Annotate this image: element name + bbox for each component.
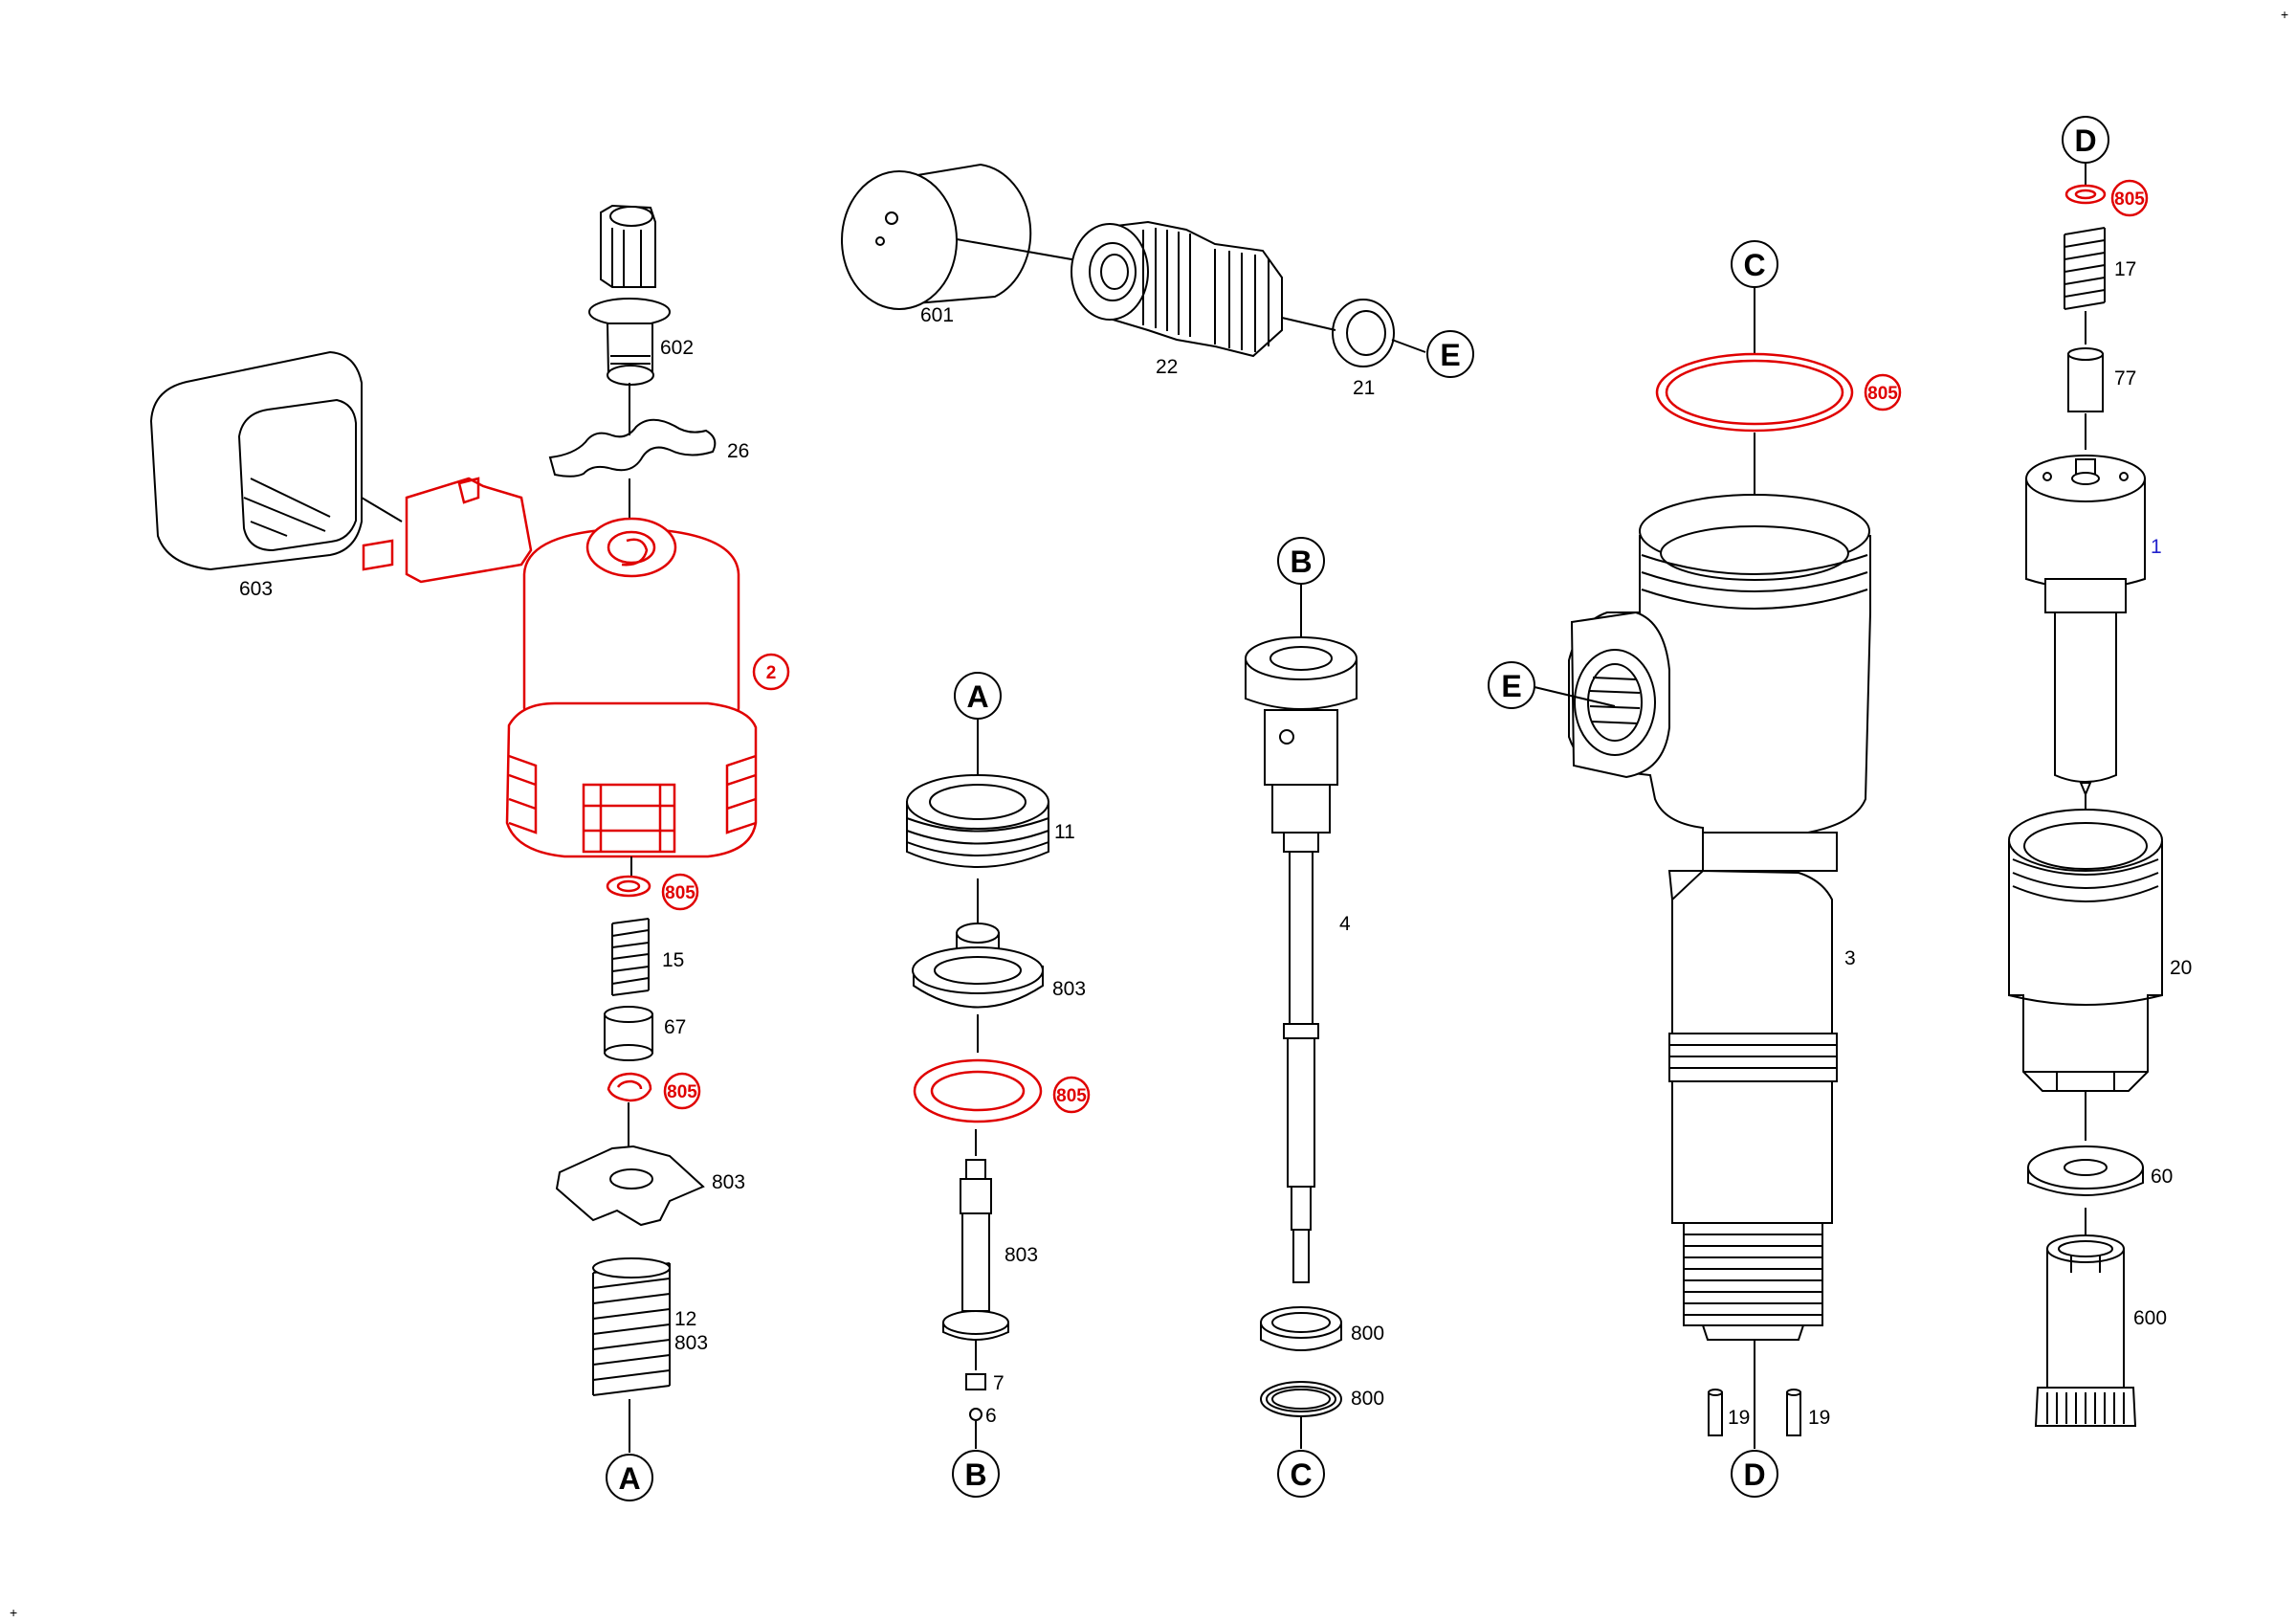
part-6-ball	[969, 1408, 982, 1421]
connector-a-bottom-left	[606, 1454, 653, 1501]
label-21: 21	[1353, 377, 1375, 399]
label-15: 15	[662, 949, 684, 971]
callout-805-middle-label: 805	[1056, 1086, 1087, 1106]
label-602: 602	[660, 337, 694, 359]
callout-805-body	[1864, 373, 1902, 411]
connector-d-bottom-label: D	[1743, 1457, 1765, 1492]
part-67-sleeve	[604, 1006, 653, 1061]
corner-mark-bottom-left: +	[10, 1605, 17, 1620]
connector-b-bottom	[952, 1450, 1000, 1498]
part-805-ring-body	[1655, 352, 1854, 433]
callout-805-left-1	[661, 873, 699, 911]
label-60: 60	[2151, 1166, 2173, 1188]
label-22: 22	[1156, 356, 1178, 378]
part-601-cap	[841, 163, 1032, 310]
connector-e-top-label: E	[1440, 338, 1460, 372]
label-19-left: 19	[1728, 1407, 1750, 1429]
label-800-upper: 800	[1351, 1323, 1384, 1345]
label-19-right: 19	[1808, 1407, 1830, 1429]
part-805-clip-left-2	[607, 1072, 652, 1102]
label-803-seat: 803	[1052, 978, 1086, 1000]
part-21-washer	[1332, 299, 1395, 367]
label-12: 12	[674, 1308, 696, 1330]
part-803-armature-plate	[555, 1145, 705, 1227]
label-11: 11	[1054, 821, 1075, 843]
label-67: 67	[664, 1016, 686, 1038]
label-803-spring: 803	[674, 1332, 708, 1354]
part-19-pin-right	[1786, 1389, 1801, 1436]
label-6: 6	[985, 1405, 997, 1427]
callout-805-right	[2110, 179, 2149, 217]
part-3-injector-body	[1568, 494, 1871, 1341]
connector-d-bottom	[1731, 1450, 1778, 1498]
part-803-valve-seat	[912, 923, 1044, 1009]
connector-b-top-label: B	[1290, 545, 1312, 579]
part-4-valve-rod	[1245, 636, 1358, 1283]
corner-mark-top-right: +	[2281, 7, 2288, 22]
part-77-spacer	[2067, 347, 2104, 412]
label-800-lower: 800	[1351, 1388, 1384, 1410]
part-17-spring	[2064, 227, 2106, 310]
callout-805-left-1-label: 805	[665, 883, 695, 903]
label-803-left: 803	[712, 1171, 745, 1193]
connector-a-bottom-left-label: A	[618, 1461, 640, 1496]
part-803-valve-piece	[942, 1159, 1009, 1341]
label-1: 1	[2151, 536, 2162, 558]
label-20: 20	[2170, 957, 2192, 979]
label-4: 4	[1339, 913, 1351, 935]
part-805-seal-left-1	[606, 875, 651, 898]
callout-805-body-label: 805	[1867, 384, 1898, 404]
label-3: 3	[1844, 947, 1856, 969]
label-77: 77	[2114, 367, 2136, 389]
part-11-nut	[906, 774, 1049, 868]
label-26: 26	[727, 440, 749, 462]
part-7-pin	[965, 1373, 986, 1390]
part-12-spring	[592, 1257, 671, 1396]
part-600-cap	[2034, 1234, 2137, 1427]
part-20-nozzle-nut	[2008, 809, 2163, 1092]
part-1-nozzle	[2025, 455, 2146, 797]
part-15-spring	[611, 918, 650, 996]
label-7: 7	[993, 1372, 1004, 1394]
connector-c-bottom	[1277, 1450, 1325, 1498]
connector-e-body	[1488, 661, 1535, 709]
part-800-ring-upper	[1260, 1306, 1342, 1351]
part-800-ring-lower	[1260, 1381, 1342, 1417]
part-603-connector	[149, 350, 363, 571]
part-22-fitting	[1071, 220, 1283, 358]
connector-c-top-label: C	[1743, 248, 1765, 282]
label-17: 17	[2114, 258, 2136, 280]
connector-c-bottom-label: C	[1290, 1457, 1312, 1492]
part-805-ring-middle	[913, 1058, 1043, 1123]
part-19-pin-left	[1708, 1389, 1723, 1436]
callout-805-right-label: 805	[2114, 189, 2145, 210]
part-805-seal-right	[2064, 184, 2107, 205]
label-803-piece: 803	[1004, 1244, 1038, 1266]
label-600: 600	[2133, 1307, 2167, 1329]
part-602-filter	[588, 204, 671, 386]
connector-b-bottom-label: B	[964, 1457, 986, 1492]
callout-2	[752, 653, 790, 691]
label-603: 603	[239, 578, 273, 600]
callout-805-left-2-label: 805	[667, 1082, 697, 1102]
part-60-washer	[2027, 1145, 2144, 1196]
connector-e-top	[1426, 330, 1474, 378]
connector-d-top-label: D	[2074, 123, 2096, 158]
connector-e-body-label: E	[1501, 669, 1521, 703]
connector-a-top-label: A	[966, 679, 988, 714]
part-2-solenoid	[362, 477, 758, 858]
part-26-clip	[548, 418, 717, 478]
callout-2-label: 2	[766, 663, 777, 683]
callout-805-middle	[1052, 1076, 1091, 1114]
label-601: 601	[920, 304, 954, 326]
callout-805-left-2	[663, 1072, 701, 1110]
